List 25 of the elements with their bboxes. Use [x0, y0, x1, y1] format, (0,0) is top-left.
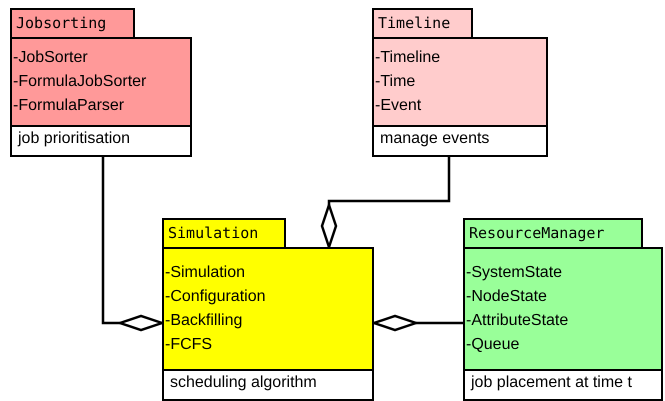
package-tab: Simulation [162, 218, 286, 247]
aggregation-connector [320, 157, 450, 248]
description-compartment: job prioritisation [10, 127, 192, 157]
aggregation-connector [372, 314, 463, 332]
member-label: -Event [375, 96, 422, 116]
member-label: -Queue [466, 335, 520, 355]
description-compartment: job placement at time t [463, 371, 663, 401]
member-label: -FormulaParser [13, 96, 126, 116]
member-label: -JobSorter [13, 48, 89, 68]
member-label: -AttributeState [466, 311, 570, 331]
member-label: -SystemState [466, 263, 564, 283]
member-label: -Timeline [375, 48, 442, 68]
member-label: -Time [375, 72, 416, 92]
package-tab: Timeline [372, 8, 473, 37]
member-label: -FormulaJobSorter [13, 72, 148, 92]
package-tab: Jobsorting [10, 8, 135, 37]
member-label: -Backfilling [165, 311, 244, 331]
package-tab: ResourceManager [463, 218, 643, 247]
description-compartment: manage events [372, 127, 548, 157]
description-compartment: scheduling algorithm [162, 371, 374, 401]
member-label: -FCFS [165, 335, 214, 355]
aggregation-connector [102, 157, 164, 332]
member-label: -NodeState [466, 287, 548, 307]
member-label: -Configuration [165, 287, 266, 307]
member-label: -Simulation [165, 263, 246, 283]
